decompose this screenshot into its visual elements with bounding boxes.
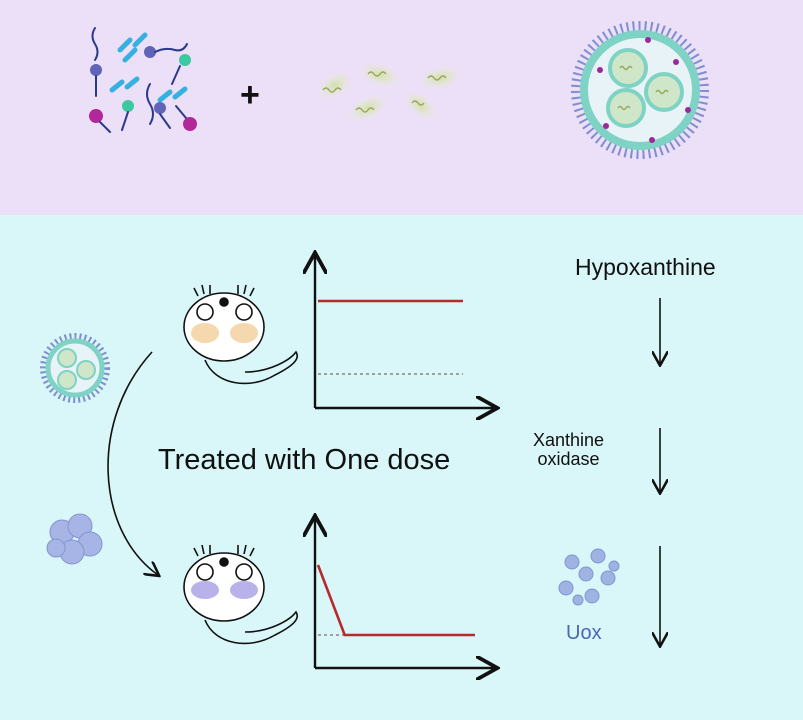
nanoparticle-icon bbox=[571, 21, 709, 159]
uox-enzyme-icon bbox=[558, 548, 620, 606]
uox-label: Uox bbox=[566, 622, 602, 644]
level-chart-untreated bbox=[315, 255, 495, 408]
chart2-level-line bbox=[316, 564, 475, 637]
xanthine-oxidase-line1: Xanthine bbox=[533, 430, 605, 450]
zebrafish-larva-untreated-icon bbox=[183, 284, 299, 385]
drug-rods-icon bbox=[316, 62, 462, 123]
small-nanoparticle-icon bbox=[40, 333, 110, 403]
xanthine-oxidase-line2: oxidase bbox=[537, 449, 600, 469]
xanthine-oxidase-label: Xanthine oxidase bbox=[533, 431, 604, 469]
surfactant-molecules-icon bbox=[89, 27, 197, 133]
level-chart-treated bbox=[315, 518, 495, 668]
plus-sign: + bbox=[240, 76, 260, 114]
hypoxanthine-label: Hypoxanthine bbox=[575, 254, 716, 280]
treatment-label: Treated with One dose bbox=[158, 444, 451, 476]
transfer-arrow bbox=[107, 351, 158, 575]
protein-blob-icon bbox=[46, 513, 103, 565]
zebrafish-larva-treated-icon bbox=[183, 544, 299, 645]
